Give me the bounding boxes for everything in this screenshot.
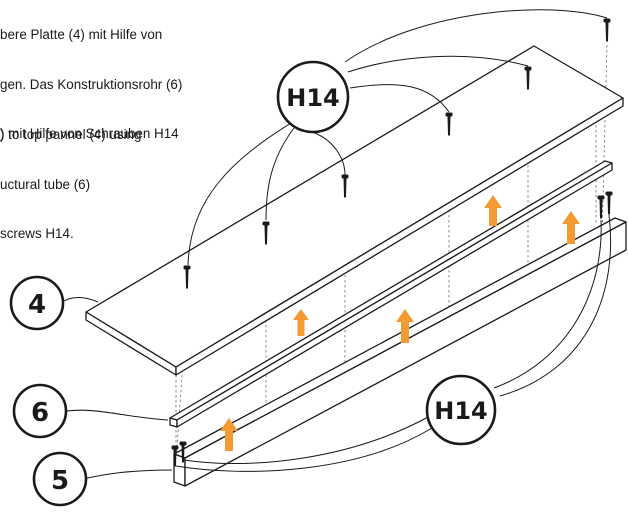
instruction-line: uctural tube (6) [0,176,91,192]
screw-icon [597,195,605,219]
screws [171,18,613,467]
screw-icon [603,18,611,42]
part-5-label: 5 [51,466,69,496]
screw-icon [179,441,187,463]
up-arrow-icon [484,195,502,226]
screw-icon [183,265,191,289]
screw-icon [341,174,349,198]
part-4-label: 4 [28,290,46,320]
part-6-label: 6 [31,398,49,428]
instruction-line: bere Platte (4) mit Hilfe von [0,27,163,42]
part-5-callout: 5 [32,451,88,507]
h14-bottom-callout: H14 [425,374,497,446]
h14-top-callout: H14 [276,60,350,134]
bottom-rail [173,217,627,487]
instruction-line: ) mit Hilfe von Schrauben H14 [0,126,179,141]
up-arrow-icon [562,211,580,244]
h14-top-leaders [187,9,608,266]
part-leaders [61,296,173,480]
screw-icon [605,191,613,215]
part-6-callout: 6 [12,383,68,439]
h14-top-label: H14 [286,84,339,112]
part-4-callout: 4 [9,275,65,331]
h14-bottom-label: H14 [434,397,487,425]
structural-tube [169,160,613,428]
instruction-line: gen. Das Konstruktionsrohr (6) [0,76,183,92]
instruction-line: ) to top pannel (4) using [0,127,142,142]
screw-icon [262,221,270,245]
h14-bottom-leaders [175,214,612,472]
screw-icon [171,445,179,467]
up-arrow-icon [396,309,414,343]
up-arrow-icon [220,418,238,451]
up-arrows [220,195,580,451]
instructions-english: ) to top pannel (4) using uctural tube (… [0,94,141,259]
top-panel [85,45,624,376]
screw-icon [524,66,532,90]
up-arrow-icon [293,309,309,336]
screw-icon [445,112,453,136]
instruction-line: screws H14. [0,226,74,241]
instructions-german: bere Platte (4) mit Hilfe von gen. Das K… [0,0,182,159]
